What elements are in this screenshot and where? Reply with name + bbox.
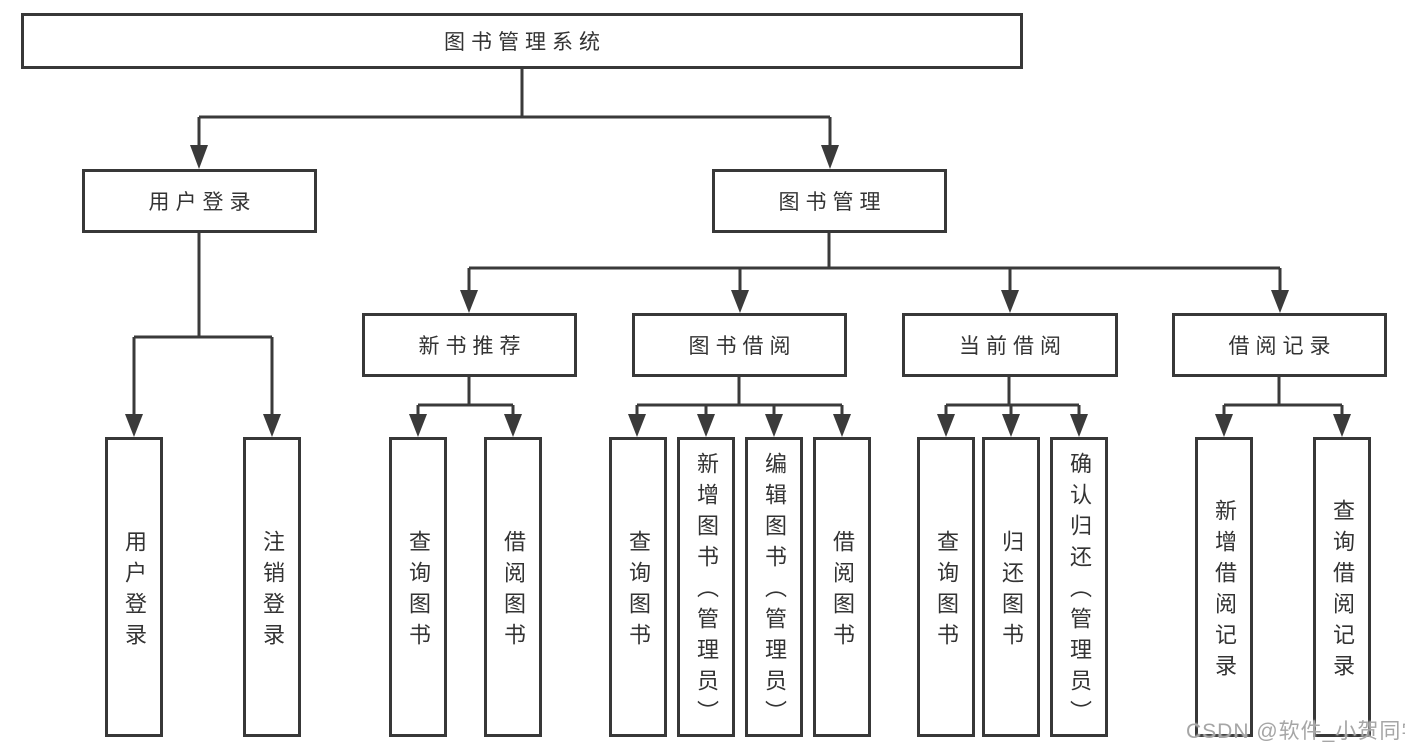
node-library-management-system: 图书管理系统 (21, 13, 1023, 69)
leaf-label: 查询借阅记录 (1330, 498, 1355, 685)
connector-book-management (460, 233, 1289, 313)
leaf-add-book-admin: 新增图书（管理员） (677, 437, 735, 737)
leaf-label: 查询图书 (626, 529, 651, 654)
leaf-add-borrow-record: 新增借阅记录 (1195, 437, 1253, 737)
leaf-label: 查询图书 (406, 529, 431, 654)
node-book-borrowing: 图书借阅 (632, 313, 847, 377)
watermark-text: CSDN @软件_小贺同学 (1186, 720, 1405, 743)
leaf-logout: 注销登录 (243, 437, 301, 737)
leaf-label: 借阅图书 (830, 529, 855, 654)
leaf-label: 归还图书 (999, 529, 1024, 654)
leaf-confirm-return-admin: 确认归还（管理员） (1050, 437, 1108, 737)
leaf-label: 查询图书 (934, 529, 959, 654)
node-new-book-recommend: 新书推荐 (362, 313, 577, 377)
node-label: 图书管理 (778, 191, 887, 214)
leaf-label: 注销登录 (260, 529, 285, 654)
leaf-edit-book-admin: 编辑图书（管理员） (745, 437, 803, 737)
leaf-label: 用户登录 (122, 529, 147, 654)
leaf-label: 编辑图书（管理员） (762, 452, 787, 731)
node-label: 借阅记录 (1228, 335, 1337, 358)
leaf-return-book: 归还图书 (982, 437, 1040, 737)
leaf-query-borrow-record: 查询借阅记录 (1313, 437, 1371, 737)
connector-new-book-recommend (409, 377, 522, 437)
leaf-borrow-books-recommend: 借阅图书 (484, 437, 542, 737)
leaf-label: 新增图书（管理员） (694, 452, 719, 731)
node-borrowing-records: 借阅记录 (1172, 313, 1387, 377)
node-label: 当前借阅 (959, 335, 1067, 358)
leaf-label: 确认归还（管理员） (1067, 452, 1092, 731)
node-label: 图书管理系统 (444, 31, 606, 54)
leaf-label: 新增借阅记录 (1212, 498, 1237, 685)
node-current-borrowing: 当前借阅 (902, 313, 1118, 377)
connector-borrowing-records (1215, 377, 1351, 437)
connector-current-borrowing (937, 377, 1088, 437)
connector-root (190, 69, 839, 169)
node-label: 用户登录 (148, 191, 257, 214)
leaf-label: 借阅图书 (501, 529, 526, 654)
leaf-query-books-recommend: 查询图书 (389, 437, 447, 737)
leaf-query-books-borrowing: 查询图书 (609, 437, 667, 737)
node-label: 图书借阅 (688, 335, 797, 358)
node-book-management: 图书管理 (712, 169, 947, 233)
connector-user-login (125, 233, 281, 437)
node-user-login: 用户登录 (82, 169, 317, 233)
node-label: 新书推荐 (418, 335, 527, 358)
connector-book-borrowing (628, 377, 851, 437)
leaf-query-books-current: 查询图书 (917, 437, 975, 737)
leaf-borrow-books: 借阅图书 (813, 437, 871, 737)
leaf-user-login: 用户登录 (105, 437, 163, 737)
